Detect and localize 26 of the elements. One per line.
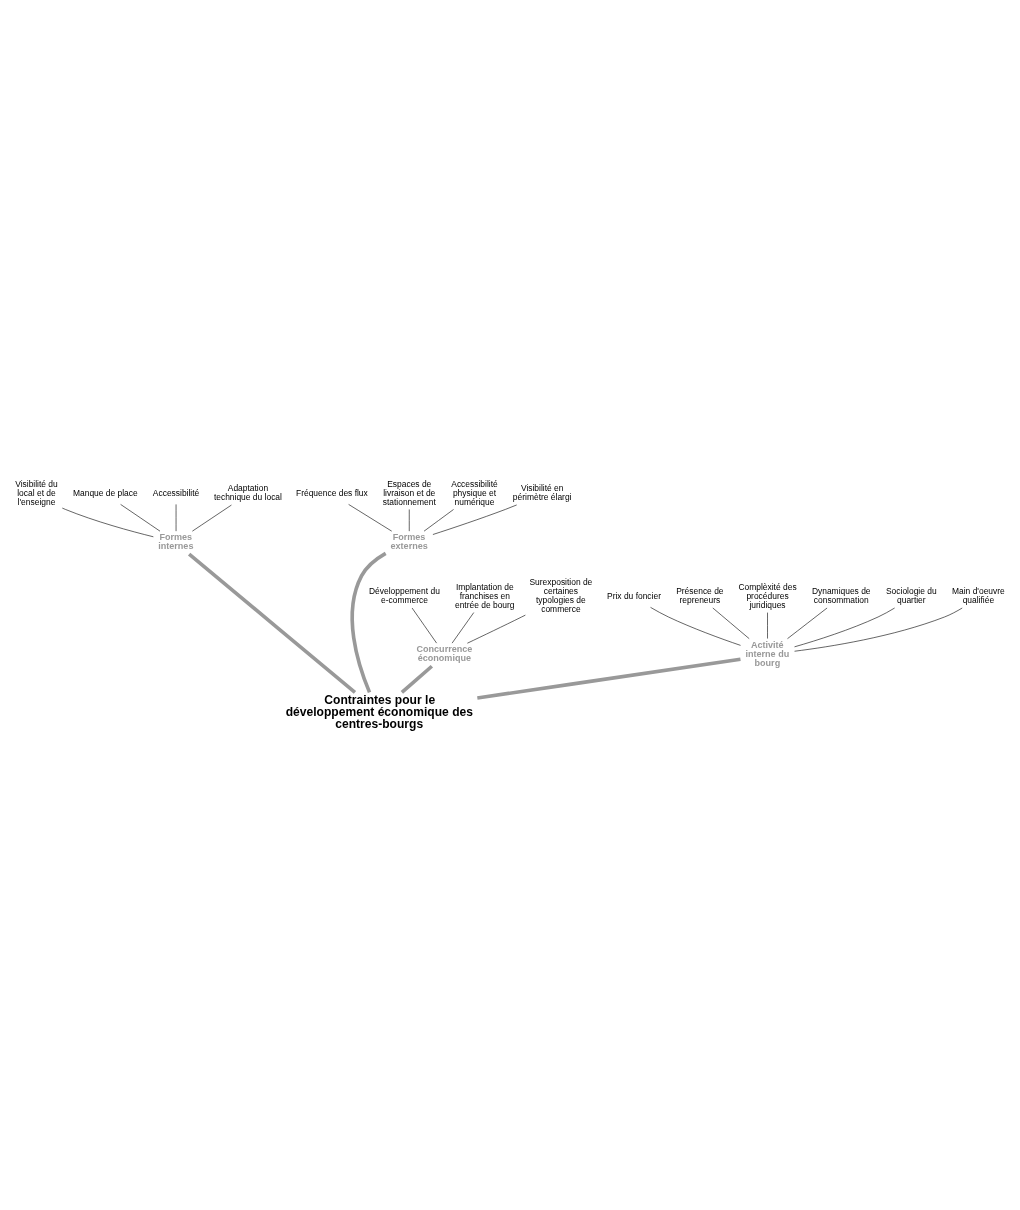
node-text: Complèxité des procédures juridiques [738,581,797,610]
node-text: Formes externes [390,531,428,551]
connector [477,657,741,700]
node-text: Surexposition de certaines typologies de commerce [529,576,593,614]
connector [188,552,357,694]
node-text: Développement du e-commerce [369,585,440,605]
node-text: Visibilité en périmètre élargi [512,482,572,502]
node-text: Prix du foncier [607,590,661,601]
node-text: Main d'oeuvre qualifiée [952,585,1005,605]
node-text: Présence de repreneurs [676,585,724,605]
node-text: Activité interne du bourg [745,639,790,668]
node-text: Manque de place [72,487,138,498]
node-text: Implantation de franchises en entrée de bourg [454,581,515,610]
connector [350,551,387,693]
node-text: Formes internes [158,531,194,551]
node-text: Visibilité du local et de l'enseigne [15,478,58,507]
node-text: Contraintes pour le développement économique des centres-bourgs [285,692,473,731]
node-text: Accessibilité [152,487,200,498]
node-text: Dynamiques de consommation [811,585,871,605]
node-text: Concurrence économique [416,643,473,663]
node-text: Adaptation technique du local [213,482,282,502]
connector [400,664,434,694]
node-text: Espaces de livraison et de stationnement [382,478,436,507]
node-text: Accessibilité physique et numérique [451,478,498,507]
node-text: Fréquence des flux [296,487,368,498]
node-text: Sociologie du quartier [885,585,937,605]
